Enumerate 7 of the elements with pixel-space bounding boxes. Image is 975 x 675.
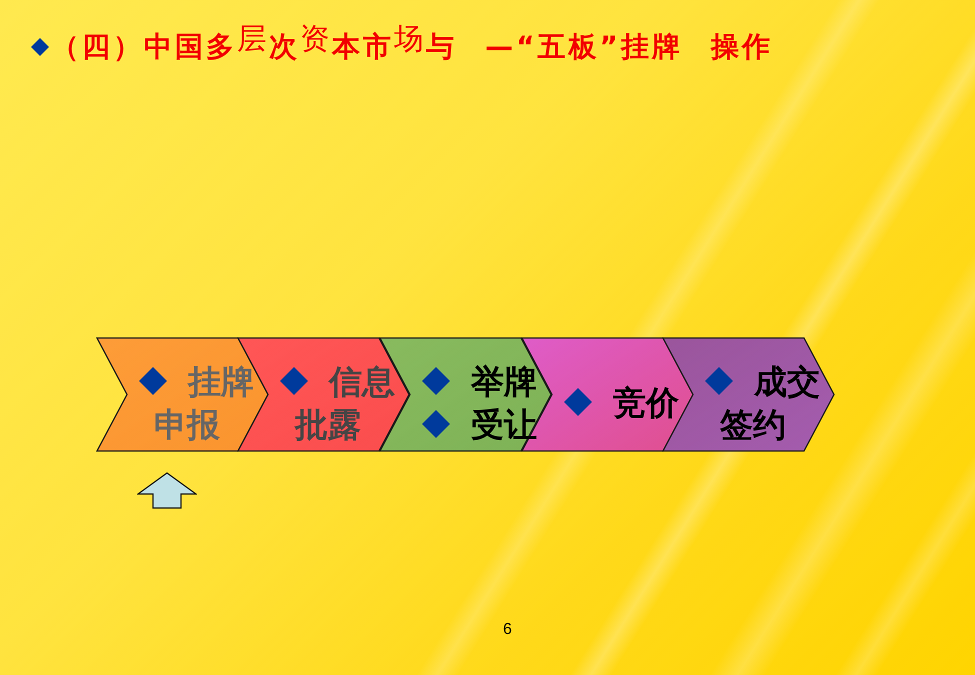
step-label: 信息批露 — [295, 360, 396, 446]
step-label: 挂牌申报 — [154, 360, 255, 446]
step-label: 受让 — [470, 404, 538, 446]
page-number: 6 — [503, 620, 512, 640]
step-label: 竞价 — [612, 382, 680, 424]
step-label: 成交签约 — [720, 360, 821, 446]
step-label: 举牌 — [470, 360, 538, 402]
